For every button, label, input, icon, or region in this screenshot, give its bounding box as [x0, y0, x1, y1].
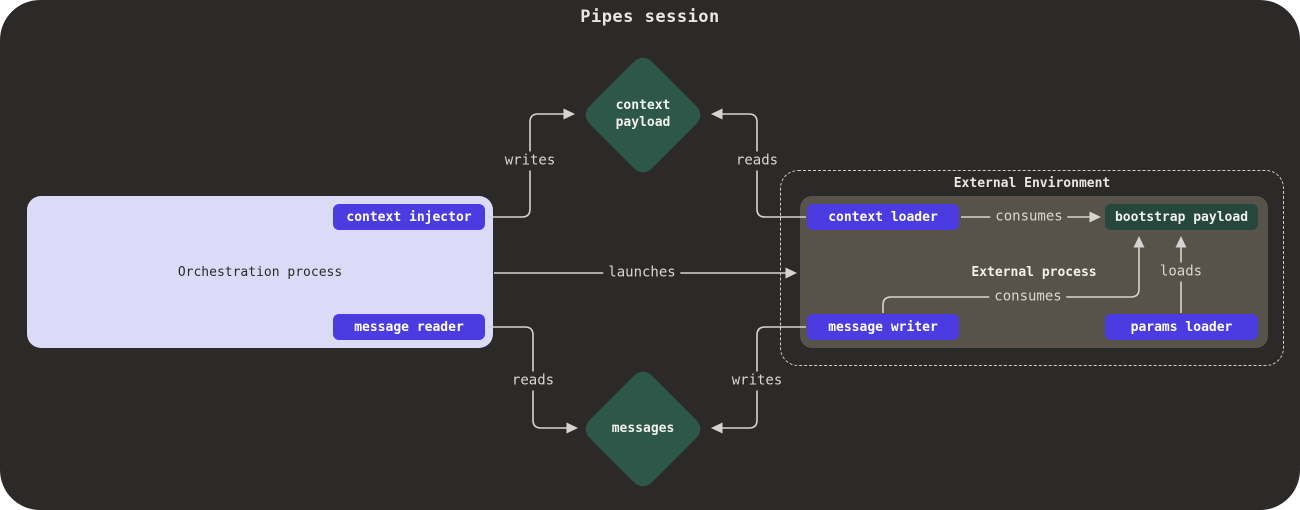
page-title: Pipes session — [580, 7, 720, 27]
edge-label-reads-top: reads — [730, 151, 784, 171]
message-reader-node: message reader — [333, 314, 485, 340]
edge-label-consumes-top: consumes — [990, 207, 1068, 227]
edge-label-consumes-mid: consumes — [989, 287, 1067, 307]
message-writer-node: message writer — [807, 314, 959, 340]
context-loader-node: context loader — [807, 204, 959, 230]
messages-label: messages — [611, 420, 675, 436]
params-loader-node: params loader — [1105, 314, 1258, 340]
edge-label-loads: loads — [1154, 262, 1208, 282]
external-environment-title: External Environment — [953, 176, 1111, 191]
edge-label-writes-bottom: writes — [726, 371, 788, 391]
orchestration-process-label: Orchestration process — [177, 264, 343, 280]
edge-label-launches: launches — [603, 263, 681, 283]
external-environment-box — [780, 170, 1284, 366]
context-payload-label: context payload — [615, 98, 671, 130]
edge-label-writes-top: writes — [499, 151, 561, 171]
bootstrap-payload-node: bootstrap payload — [1105, 204, 1258, 230]
edge-label-reads-bottom: reads — [506, 371, 560, 391]
context-injector-node: context injector — [333, 204, 485, 230]
